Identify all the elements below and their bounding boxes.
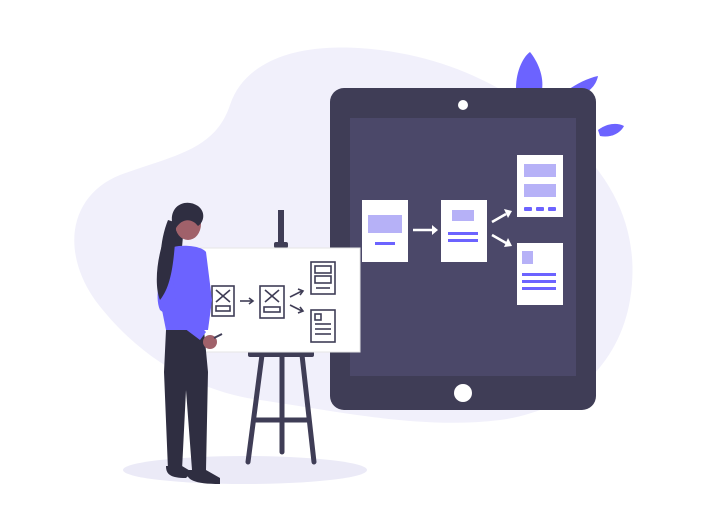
easel-icon bbox=[199, 210, 361, 465]
arrow-right-icon bbox=[413, 225, 438, 235]
easel-board bbox=[199, 247, 361, 353]
flow-card-middle bbox=[441, 200, 487, 262]
camera-dot-icon bbox=[458, 100, 468, 110]
arrow-right-icon bbox=[491, 209, 512, 247]
screen-wireframe-flow bbox=[362, 155, 563, 305]
tablet-icon bbox=[330, 88, 596, 410]
person-icon bbox=[156, 202, 223, 484]
board-sketch bbox=[211, 261, 336, 343]
ground-shadow bbox=[123, 456, 367, 484]
home-button-icon bbox=[454, 384, 472, 402]
